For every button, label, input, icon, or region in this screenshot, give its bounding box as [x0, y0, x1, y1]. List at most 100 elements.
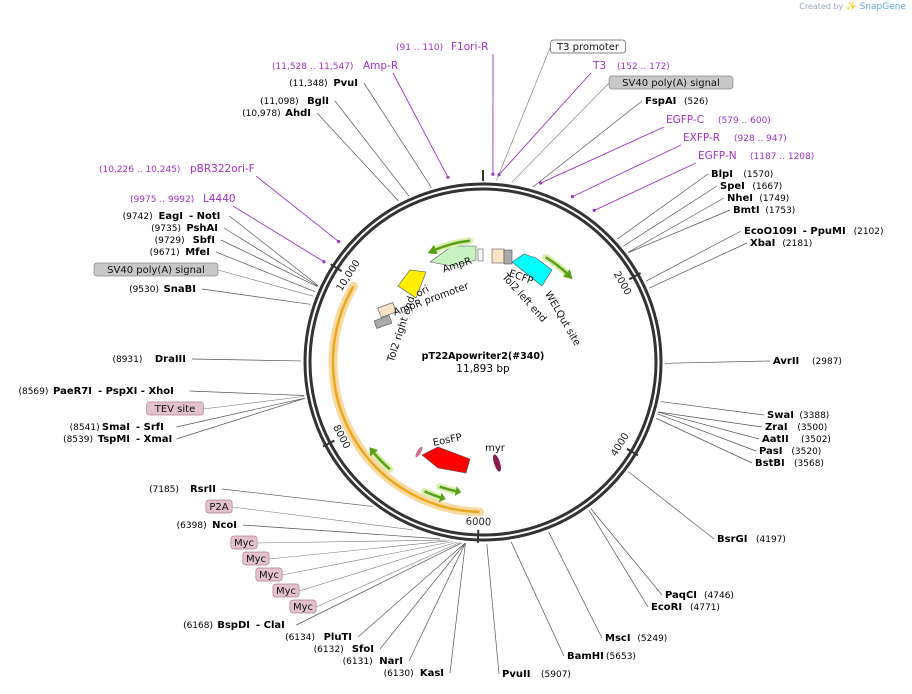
- primer-t3[interactable]: T3(152 .. 172): [592, 60, 670, 72]
- leader-line: [649, 242, 748, 289]
- credit-prefix: Created by: [799, 2, 844, 11]
- site-snabi[interactable]: SnaBI(9530): [129, 284, 196, 295]
- site-coordinate: (6131): [343, 657, 373, 667]
- site-aatii[interactable]: AatII(3502): [762, 434, 831, 445]
- leader-line: [316, 112, 399, 202]
- callout-box: [230, 535, 258, 550]
- site-xbai[interactable]: XbaI(2181): [750, 238, 812, 249]
- site-tspmi[interactable]: TspMI(8539)- XmaI: [63, 434, 172, 445]
- site-pvuii[interactable]: PvuII(5907): [502, 669, 571, 680]
- feature-callout-myc[interactable]: Myc: [242, 551, 270, 566]
- site-nhei[interactable]: NheI(1749): [727, 193, 789, 204]
- primer-f1ori-r[interactable]: (91 .. 110)F1ori-R: [396, 41, 488, 53]
- site-name: SpeI: [720, 181, 745, 192]
- site-extra-names: - PspXI - XhoI: [98, 386, 174, 397]
- site-coordinate: (5653): [606, 652, 636, 662]
- site-ecoo109i[interactable]: EcoO109I- PpuMI(2102): [744, 226, 884, 237]
- site-extra-names: - SrfI: [136, 422, 164, 433]
- primer-coordinate: (9975 .. 9992): [130, 195, 194, 205]
- site-blpi[interactable]: BlpI(1570): [711, 169, 773, 180]
- site-coordinate: (3502): [801, 435, 831, 445]
- primer-l4440[interactable]: (9975 .. 9992)L4440: [130, 193, 236, 205]
- site-bgli[interactable]: BglI(11,098): [260, 96, 329, 107]
- callout-label: Myc: [259, 570, 279, 581]
- site-name: SwaI: [767, 410, 794, 421]
- scale-tick: [330, 263, 343, 273]
- feature-callout-tev-site[interactable]: TEV site: [146, 401, 204, 416]
- feature-callout-t3-promoter[interactable]: T3 promoter: [550, 39, 626, 54]
- site-rsrii[interactable]: RsrII(7185): [149, 484, 216, 495]
- tol2-right-box-2: [373, 315, 393, 329]
- site-name: XbaI: [750, 238, 775, 249]
- primer-pbr322ori-f[interactable]: (10,226 .. 10,245)pBR322ori-F: [99, 163, 255, 175]
- site-bstbi[interactable]: BstBI(3568): [755, 458, 824, 469]
- site-coordinate: (8539): [63, 435, 93, 445]
- feature-callout-myc[interactable]: Myc: [230, 535, 258, 550]
- primer-site-marker: [491, 172, 495, 176]
- feature-callout-sv40-poly-a-signal[interactable]: SV40 poly(A) signal: [93, 262, 219, 277]
- feature-callout-myc[interactable]: Myc: [255, 567, 283, 582]
- site-ahdi[interactable]: AhdI(10,978): [242, 108, 311, 119]
- primer-leader: [498, 72, 592, 175]
- leader-line: [657, 411, 760, 440]
- primer-amp-r[interactable]: (11,528 .. 11,547) Amp-R: [272, 60, 398, 72]
- site-draiii[interactable]: DraIII(8931): [112, 354, 186, 365]
- site-name: PasI: [759, 446, 782, 457]
- scale-tick: [626, 447, 639, 457]
- site-pluti[interactable]: PluTI(6134): [285, 632, 352, 643]
- primer-egfp-c[interactable]: EGFP-C(579 .. 600): [666, 114, 771, 126]
- site-nari[interactable]: NarI(6131): [343, 656, 403, 667]
- site-coordinate: (1749): [759, 194, 789, 204]
- site-avrii[interactable]: AvrII(2987): [773, 356, 842, 367]
- site-ncoi[interactable]: NcoI(6398): [177, 520, 237, 531]
- site-sfoi[interactable]: SfoI(6132): [314, 644, 374, 655]
- site-bspdi[interactable]: BspDI(6168)- ClaI: [183, 620, 285, 631]
- site-fspai[interactable]: FspAI(526): [645, 96, 708, 107]
- leader-line: [628, 197, 725, 253]
- callout-label: SV40 poly(A) signal: [622, 78, 720, 89]
- feature-callout-sv40-poly-a-signal[interactable]: SV40 poly(A) signal: [608, 75, 734, 90]
- ori-feature-arrow: [397, 269, 427, 299]
- site-spei[interactable]: SpeI(1667): [720, 181, 782, 192]
- site-name: EagI: [159, 211, 183, 222]
- leader-line: [363, 82, 432, 188]
- site-bmti[interactable]: BmtI(1753): [733, 205, 795, 216]
- site-zrai[interactable]: ZraI(3500): [765, 422, 827, 433]
- site-pvui[interactable]: PvuI(11,348): [289, 78, 358, 89]
- site-name: KasI: [420, 668, 444, 679]
- site-bamhi[interactable]: BamHI(5653): [567, 651, 636, 662]
- site-sbfi[interactable]: SbfI(9729): [155, 235, 215, 246]
- primer-name: Amp-R: [363, 60, 398, 72]
- feature-callout-myc[interactable]: Myc: [272, 583, 300, 598]
- site-eagi[interactable]: EagI(9742)- NotI: [123, 211, 221, 222]
- leader-line: [176, 398, 305, 440]
- leader-line: [220, 239, 318, 287]
- site-pshai[interactable]: PshAI(9735): [151, 223, 218, 234]
- feature-egfp-arrow-1: [435, 239, 471, 251]
- primer-coordinate: (11,528 .. 11,547): [272, 62, 353, 72]
- site-ecori[interactable]: EcoRI(4771): [651, 602, 720, 613]
- eosfp-feature-arrow: [421, 446, 471, 474]
- site-extra-names: - NotI: [189, 211, 220, 222]
- scale-tick: [628, 272, 642, 281]
- site-mfei[interactable]: MfeI(9671): [150, 247, 210, 258]
- site-bsrgi[interactable]: BsrGI(4197): [717, 534, 786, 545]
- leader-line: [217, 269, 314, 297]
- site-name: SfoI: [352, 644, 374, 655]
- primer-coordinate: (91 .. 110): [396, 43, 443, 53]
- site-kasi[interactable]: KasI(6130): [384, 668, 444, 679]
- site-paer7i[interactable]: PaeR7I(8569)- PspXI - XhoI: [18, 386, 173, 397]
- site-msci[interactable]: MscI(5249): [605, 633, 667, 644]
- feature-tol2-orange-arc: [331, 285, 480, 514]
- feature-callout-p2a[interactable]: P2A: [205, 499, 233, 514]
- primer-exfp-r[interactable]: EXFP-R(928 .. 947): [683, 132, 787, 144]
- site-swai[interactable]: SwaI(3388): [767, 410, 829, 421]
- primer-egfp-n[interactable]: EGFP-N(1187 .. 1208): [698, 150, 814, 162]
- feature-callout-myc[interactable]: Myc: [289, 599, 317, 614]
- site-paqci[interactable]: PaqCI(4746): [665, 590, 734, 601]
- site-smai[interactable]: SmaI(8541)- SrfI: [70, 422, 164, 433]
- site-name: AvrII: [773, 356, 799, 367]
- site-name: BglI: [307, 96, 329, 107]
- site-pasi[interactable]: PasI(3520): [759, 446, 821, 457]
